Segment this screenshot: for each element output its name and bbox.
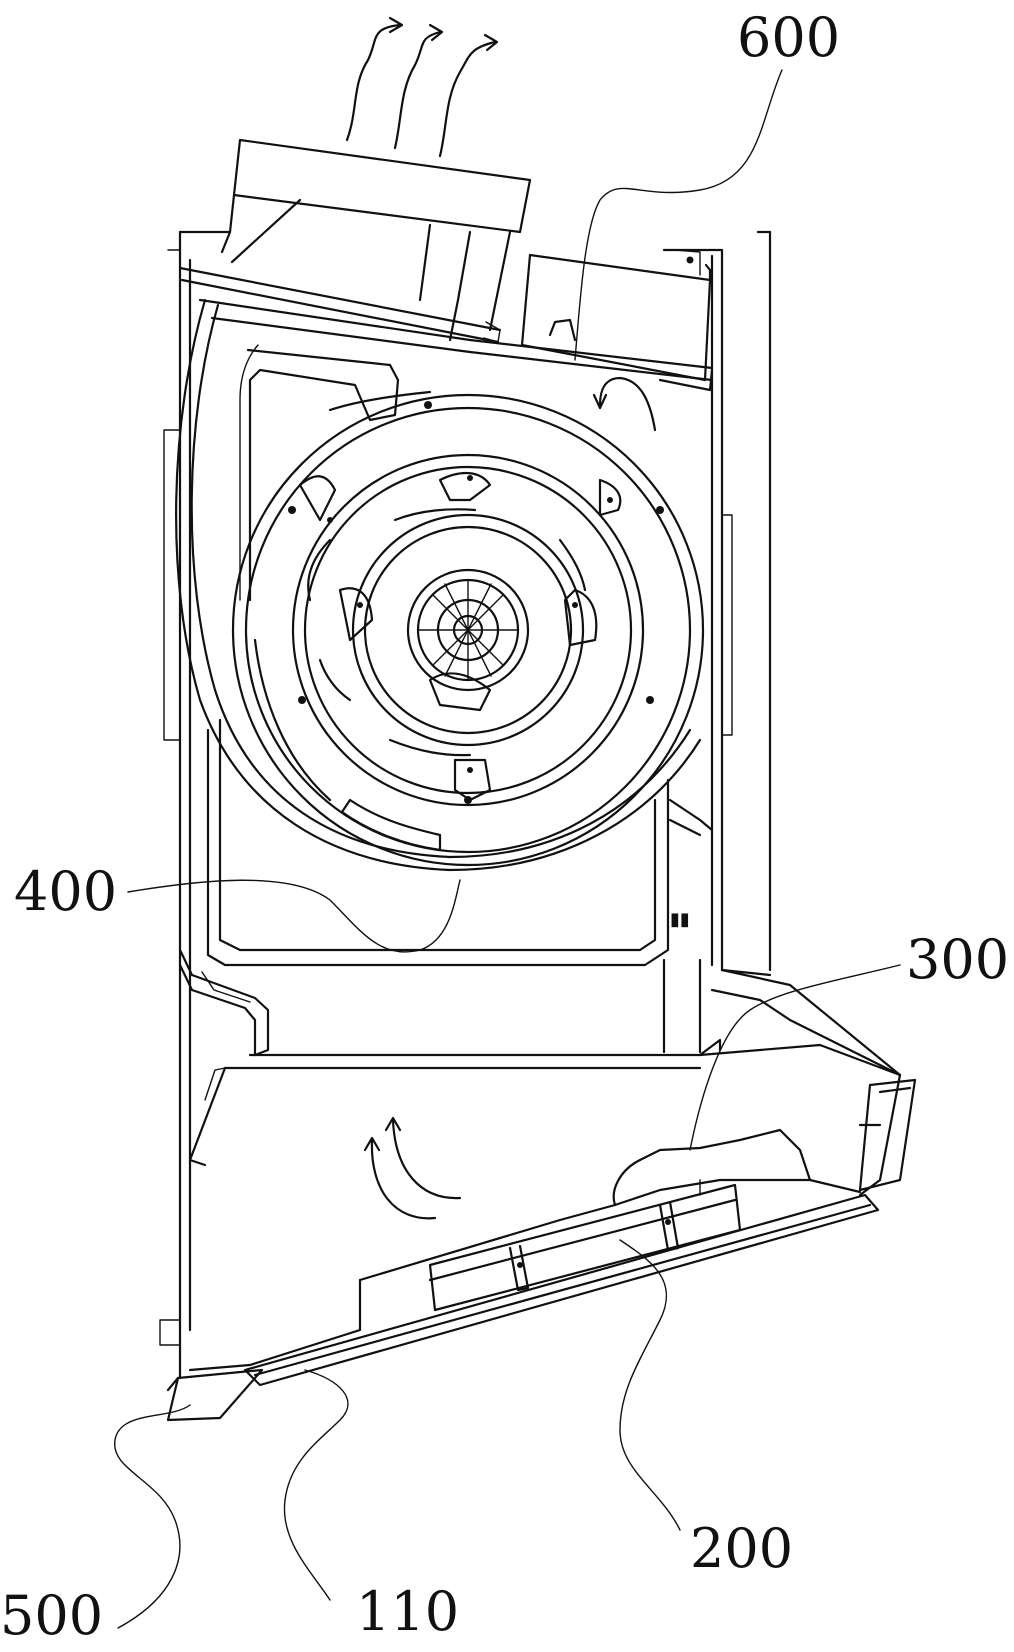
exhaust-airflow-arrows xyxy=(345,16,499,158)
component-500 xyxy=(166,1338,264,1422)
component-200-filter xyxy=(243,1178,880,1387)
leader-500 xyxy=(114,1404,191,1629)
lower-chassis: ▮▮ xyxy=(206,718,714,1054)
label-110: 110 xyxy=(356,1580,459,1643)
label-400: 400 xyxy=(14,860,117,923)
label-500: 500 xyxy=(0,1584,103,1647)
leader-110 xyxy=(283,1369,349,1601)
leader-200 xyxy=(619,1239,681,1531)
label-600: 600 xyxy=(737,6,840,69)
leader-lines xyxy=(114,69,901,1629)
svg-text:▮▮: ▮▮ xyxy=(670,909,690,930)
label-200: 200 xyxy=(690,1517,793,1580)
internal-airflow-arrow xyxy=(592,376,657,432)
leader-400 xyxy=(127,879,461,953)
component-300-tray xyxy=(612,968,917,1207)
volute-housing xyxy=(175,298,714,872)
fan-assembly xyxy=(231,390,705,867)
label-300: 300 xyxy=(906,928,1009,991)
leader-300 xyxy=(689,964,901,1151)
inlet-airflow-arrows xyxy=(363,1116,462,1220)
inlet-duct xyxy=(178,948,722,1167)
outlet-duct xyxy=(178,138,532,344)
leader-600 xyxy=(574,69,783,361)
